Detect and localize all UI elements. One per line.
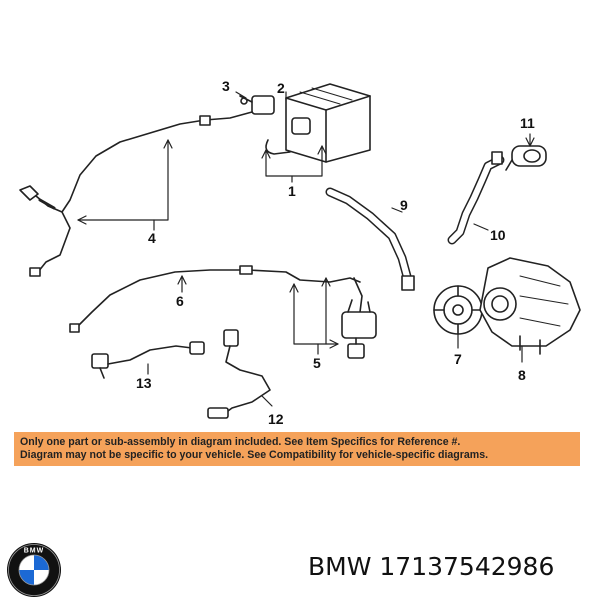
- callout-6: 6: [176, 293, 184, 309]
- callout-9: 9: [400, 197, 408, 213]
- callout-11: 11: [520, 115, 535, 131]
- pump-part-8: [479, 257, 581, 355]
- leader-lines: [77, 91, 535, 407]
- callout-8: 8: [518, 367, 526, 383]
- hose-part-10: [447, 151, 505, 245]
- sensor-part-13: [91, 341, 205, 379]
- disclaimer-line-1: Only one part or sub-assembly in diagram…: [20, 436, 461, 448]
- connector-part-11: [505, 145, 547, 171]
- hose-assembly-middle: [69, 265, 363, 333]
- hose-assembly-upper: [19, 111, 253, 277]
- sensor-part-12: [207, 329, 271, 419]
- tube-part-9: [325, 187, 415, 291]
- callout-2: 2: [277, 80, 285, 96]
- parts-diagram: 1 2 3 4 5 6 7 8 9 10 11 12 13: [19, 78, 581, 427]
- callout-3: 3: [222, 78, 230, 94]
- bmw-roundel-logo: BMW: [7, 543, 61, 597]
- pulley-part-7: [433, 285, 483, 335]
- disclaimer-banner: Only one part or sub-assembly in diagram…: [14, 432, 580, 466]
- callout-numbers: 1 2 3 4 5 6 7 8 9 10 11 12 13: [136, 78, 535, 427]
- part-number-label: BMW 17137542986: [308, 552, 555, 581]
- callout-7: 7: [454, 351, 462, 367]
- callout-12: 12: [268, 411, 284, 427]
- valve-assembly: [341, 299, 377, 359]
- callout-4: 4: [148, 230, 156, 246]
- callout-13: 13: [136, 375, 152, 391]
- callout-10: 10: [490, 227, 506, 243]
- callout-5: 5: [313, 355, 321, 371]
- callout-1: 1: [288, 183, 296, 199]
- purge-valve: [239, 95, 275, 115]
- logo-letters: BMW: [24, 548, 45, 555]
- disclaimer-line-2: Diagram may not be specific to your vehi…: [20, 449, 489, 461]
